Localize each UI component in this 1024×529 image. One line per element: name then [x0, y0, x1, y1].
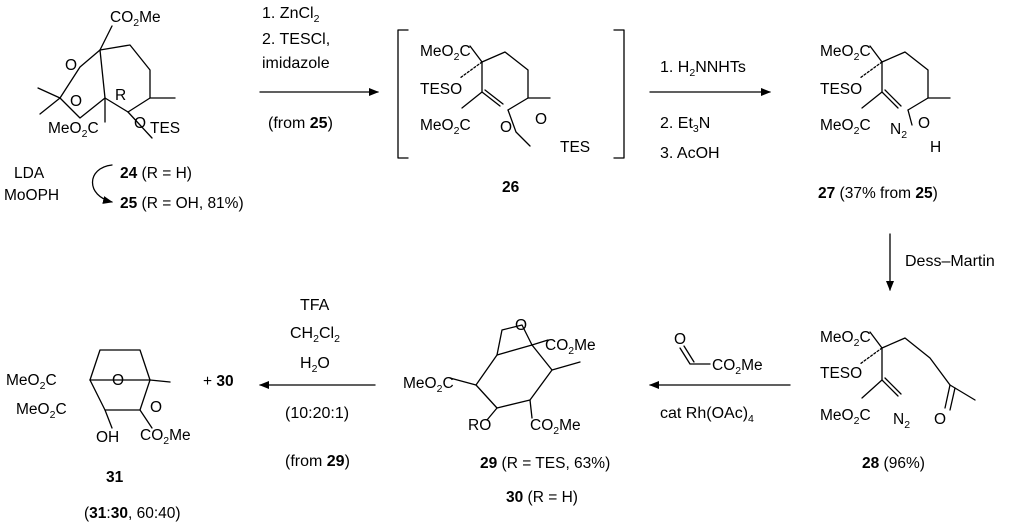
structure-29	[449, 324, 581, 421]
label-27: 27 (37% from 25)	[818, 185, 938, 202]
structure-24	[37, 25, 176, 139]
step5-ratio: (10:20:1)	[285, 405, 349, 422]
c28-meo2c-2: MeO2C	[820, 407, 871, 427]
c28-meo2c: MeO2C	[820, 329, 871, 349]
c27-o: O	[918, 115, 930, 132]
c27-h: H	[930, 139, 941, 156]
structure-27	[859, 45, 951, 126]
c31-meo2c-2: MeO2C	[16, 401, 67, 421]
step5-ch2cl2: CH2Cl2	[290, 325, 340, 345]
glyoxylate-structure	[679, 345, 711, 365]
c26-o-ketone: O	[500, 119, 512, 136]
step6-moooph: MoOPH	[4, 187, 59, 204]
label-29: 29 (R = TES, 63%)	[480, 455, 610, 472]
c31-meo2c-1: MeO2C	[6, 372, 57, 392]
c28-o: O	[934, 411, 946, 428]
c24-o-top: O	[65, 57, 77, 74]
plus-30: + 30	[203, 373, 234, 390]
step1-reagent-1: 1. ZnCl2	[262, 5, 320, 25]
glyoxylate-o: O	[674, 331, 686, 348]
c26-teso: TESO	[420, 81, 462, 98]
step5-source: (from 29)	[285, 453, 350, 470]
c24-o-tes: O	[134, 115, 146, 132]
c27-teso: TESO	[820, 81, 862, 98]
bracket-right	[613, 29, 625, 159]
c27-meo2c: MeO2C	[820, 43, 871, 63]
step1-reagent-2: 2. TESCl,	[262, 31, 330, 48]
structure-26	[459, 45, 551, 147]
c24-co2me: CO2Me	[110, 9, 161, 29]
c29-meo2c: MeO2C	[403, 375, 454, 395]
label-26: 26	[502, 179, 520, 196]
step2-reagent-1: 1. H2NNHTs	[660, 59, 746, 79]
c26-meo2c-2: MeO2C	[420, 117, 471, 137]
c31-oh: OH	[96, 429, 119, 446]
step5-h2o: H2O	[300, 355, 330, 375]
label-30: 30 (R = H)	[506, 489, 578, 506]
c29-o-bridge: O	[515, 317, 527, 334]
c28-teso: TESO	[820, 365, 862, 382]
c27-meo2c-2: MeO2C	[820, 117, 871, 137]
structure-31	[89, 349, 171, 429]
ratio-31-30: (31:30, 60:40)	[84, 505, 181, 522]
c24-o-bot: O	[70, 93, 82, 110]
c26-o-tes: O	[535, 111, 547, 128]
c31-o-bridge: O	[112, 372, 124, 389]
step2-reagent-2: 2. Et3N	[660, 115, 710, 135]
c29-co2me-top: CO2Me	[545, 337, 596, 357]
c28-n2: N2	[893, 411, 910, 431]
c31-co2me: CO2Me	[140, 427, 191, 447]
step3-reagent: Dess–Martin	[905, 253, 995, 270]
step1-source: (from 25)	[268, 115, 333, 132]
label-25: 25 (R = OH, 81%)	[120, 195, 244, 212]
c26-meo2c: MeO2C	[420, 43, 471, 63]
step4-reagent: cat Rh(OAc)4	[660, 405, 754, 425]
structure-28	[859, 331, 976, 411]
step6-lda: LDA	[14, 165, 45, 182]
label-24: 24 (R = H)	[120, 165, 192, 182]
arrow-24-to-25	[92, 164, 113, 204]
c24-r: R	[115, 87, 126, 104]
label-31: 31	[106, 469, 124, 486]
bracket-left	[397, 29, 409, 159]
label-28: 28 (96%)	[862, 455, 925, 472]
c24-meo2c: MeO2C	[48, 120, 99, 140]
step5-tfa: TFA	[300, 297, 330, 314]
c29-ro: RO	[468, 417, 491, 434]
c29-co2me-bot: CO2Me	[530, 417, 581, 437]
c27-n2: N2	[890, 121, 907, 141]
c31-o-ring: O	[150, 399, 162, 416]
glyoxylate-ester: CO2Me	[712, 357, 763, 377]
step1-reagent-3: imidazole	[262, 55, 330, 72]
c26-tes: TES	[560, 139, 590, 156]
c24-tes: TES	[150, 120, 180, 137]
step2-reagent-3: 3. AcOH	[660, 145, 720, 162]
